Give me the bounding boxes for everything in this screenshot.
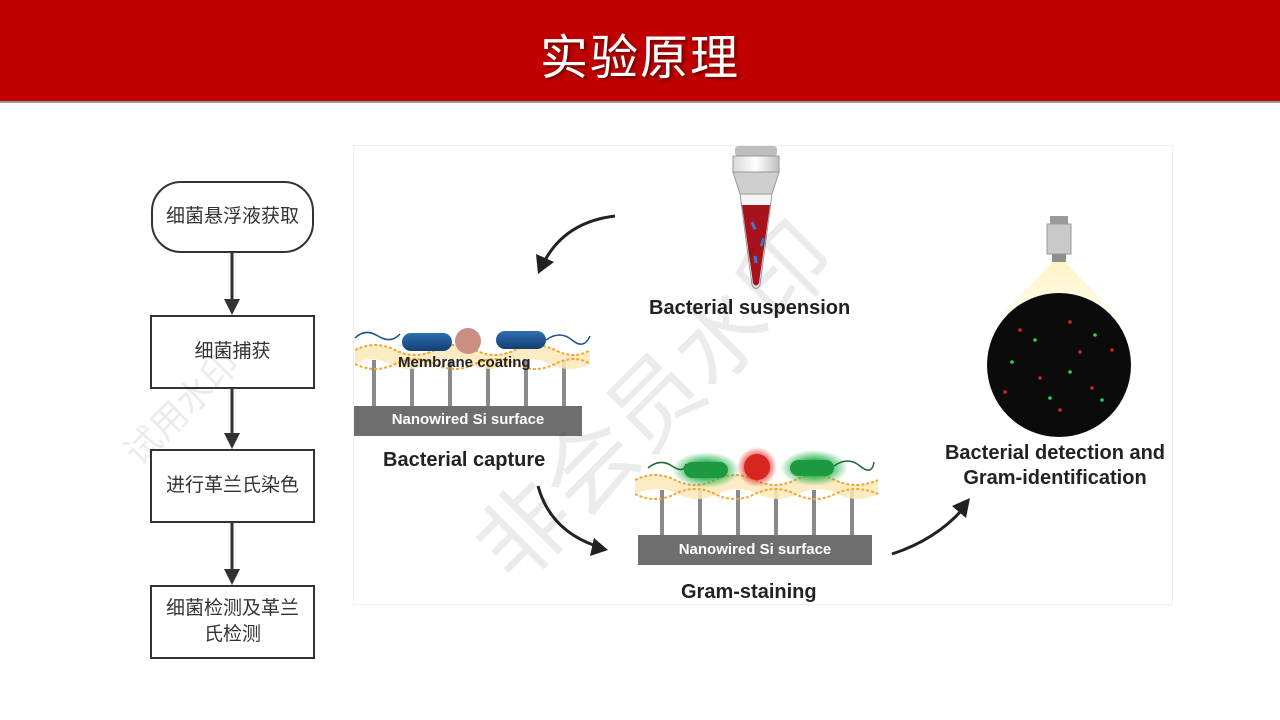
label-bacterial-suspension: Bacterial suspension: [649, 297, 851, 319]
title-bar: 实验原理: [0, 0, 1280, 103]
label-gram-staining: Gram-staining: [681, 581, 817, 603]
label-membrane-coating: Membrane coating: [398, 354, 531, 371]
flow-step-staining: 进行革兰氏染色: [150, 449, 315, 523]
flow-step-label: 细菌捕获: [194, 340, 271, 363]
slide-title: 实验原理: [539, 30, 740, 86]
label-detection-line2: Gram-identification: [963, 467, 1147, 489]
label-bacterial-capture: Bacterial capture: [383, 449, 546, 471]
flow-arrow: [224, 523, 240, 585]
test-tube-icon: [732, 146, 780, 289]
flow-step-capture: 细菌捕获: [150, 315, 315, 389]
label-detection-line1: Bacterial detection and: [944, 442, 1166, 464]
flow-arrow: [224, 389, 240, 449]
label-surface-capture: Nanowired Si surface: [391, 411, 545, 428]
flow-step-detection: 细菌检测及革兰氏检测: [150, 585, 315, 659]
capture-surface-illustration: [354, 328, 591, 436]
label-surface-staining: Nanowired Si surface: [678, 541, 832, 558]
fluorescence-view-icon: [987, 293, 1131, 437]
staining-surface-illustration: [634, 447, 879, 565]
flow-step-label: 细菌检测及革兰氏检测: [165, 597, 299, 645]
curved-arrow-icon: [536, 214, 616, 274]
curved-arrow-icon: [536, 485, 608, 556]
principle-figure-frame: [353, 145, 1173, 605]
flow-arrow: [224, 253, 240, 315]
flow-step-suspension: 细菌悬浮液获取: [151, 181, 314, 253]
curved-arrow-icon: [891, 498, 970, 556]
flow-step-label: 进行革兰氏染色: [165, 474, 299, 497]
flow-step-label: 细菌悬浮液获取: [165, 205, 299, 228]
